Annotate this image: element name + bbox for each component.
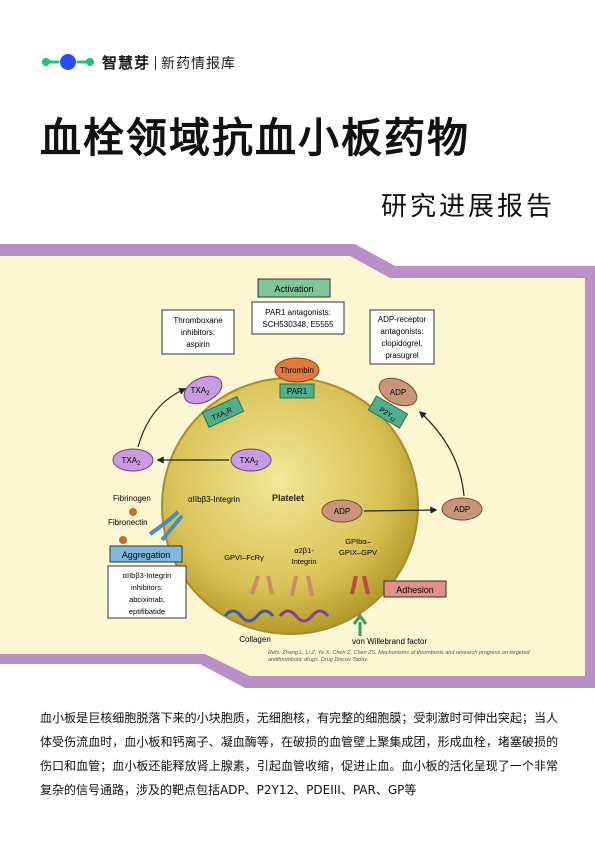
thromboxane-line2: inhibitors: xyxy=(181,328,215,337)
integrin-label: αIIbβ3-Integrin xyxy=(188,495,240,504)
gpib-label-line1: GPIbα– xyxy=(345,537,371,546)
txa2-top-shape xyxy=(183,375,223,405)
adp-feedback-arrow xyxy=(418,411,465,497)
collagen-fiber-1 xyxy=(223,609,275,623)
adp-inside-label: ADP xyxy=(334,507,350,516)
txa2-top-label: TXA2 xyxy=(191,386,211,397)
adp-antagonists-box xyxy=(369,309,435,365)
figure-citation-text: Refs: Zhang L, Li Z, Ye X, Chen Z, Chen … xyxy=(268,650,531,656)
brand-subname: 新药情报库 xyxy=(161,55,237,72)
txa2-inside-shape xyxy=(230,448,272,472)
activation-box xyxy=(257,278,331,298)
adp-inside-shape xyxy=(321,499,363,523)
figure-band: Platelet Activation PAR1 antagonists: SC… xyxy=(0,244,595,688)
adp-top-shape xyxy=(378,377,418,407)
vwf-label: von Willebrand factor xyxy=(352,637,427,646)
par1-antagonists-box xyxy=(251,301,345,335)
aggregation-box xyxy=(109,545,183,563)
platelet-label: Platelet xyxy=(272,493,304,503)
gpvi-receptor xyxy=(250,575,274,595)
par1-antagonists-line1: PAR1 antagonists: xyxy=(265,308,331,317)
page-title: 血栓领域抗血小板药物 xyxy=(40,114,470,162)
adp-top-label: ADP xyxy=(390,388,406,397)
adhesion-box xyxy=(383,580,447,598)
brand-text: 智慧芽新药情报库 xyxy=(102,52,236,73)
adp-outside-label: ADP xyxy=(454,505,470,514)
gpib-label-line2: GPIX–GPV xyxy=(339,548,377,557)
txa2-inside-label: TXA2 xyxy=(240,456,260,467)
integrin-inhibitors-line2: inhibitors: xyxy=(131,583,163,592)
body-paragraph: 血小板是巨核细胞脱落下来的小块胞质，无细胞核，有完整的细胞膜；受刺激时可伸出突起… xyxy=(40,711,558,797)
txa2r-receptor xyxy=(201,396,245,428)
p2y12-receptor xyxy=(367,395,409,429)
a2b1-receptor xyxy=(290,575,314,597)
figure-citation-text-2: antithrombotic drugs. Drug Discov Today. xyxy=(268,657,368,663)
fibrinogen-dot xyxy=(129,508,137,516)
brand-divider xyxy=(155,56,157,70)
collagen-fiber-2 xyxy=(278,609,330,623)
integrin-inhibitors-box xyxy=(107,565,187,619)
txa2-feedback-arrow xyxy=(137,387,187,448)
vwf-shape xyxy=(352,613,368,636)
platelet-figure: Platelet Activation PAR1 antagonists: SC… xyxy=(0,244,595,688)
fibronectin-label: Fibronectin xyxy=(108,518,148,527)
adp-antagonists-line3: clopidogrel, xyxy=(382,339,423,348)
gpib-receptor xyxy=(350,575,370,595)
fibronectin-dot xyxy=(119,536,127,544)
thromboxane-inhibitors-box xyxy=(161,309,235,355)
brand-mark-icon xyxy=(42,54,94,70)
page-subtitle: 研究进展报告 xyxy=(380,192,555,222)
integrin-inhibitors-line1: αIIbβ3-Integrin xyxy=(123,571,172,580)
thromboxane-line3: aspirin xyxy=(186,340,210,349)
adp-release-arrow xyxy=(363,506,438,514)
adp-antagonists-line2: antagonists: xyxy=(380,327,423,336)
par1-label: PAR1 xyxy=(287,387,308,396)
thrombin-label: Thrombin xyxy=(280,366,314,375)
adhesion-label: Adhesion xyxy=(396,585,434,595)
brand-name: 智慧芽 xyxy=(102,53,151,72)
integrin-receptor xyxy=(148,510,184,542)
a2b1-label-line2: Integrin xyxy=(291,557,316,566)
adp-antagonists-line4: prasugrel xyxy=(385,351,419,360)
integrin-inhibitors-line4: eptifibatide xyxy=(129,607,165,616)
thromboxane-line1: Thromboxane xyxy=(173,316,223,325)
txa2-outside-shape xyxy=(112,448,154,472)
thrombin-shape xyxy=(274,357,320,383)
a2b1-label-line1: α2β1- xyxy=(294,546,314,555)
txa2-outside-label: TXA2 xyxy=(122,456,142,467)
par1-antagonists-line2: SCH530348, E5555 xyxy=(262,320,334,329)
integrin-inhibitors-line3: abciximab, xyxy=(129,595,165,604)
brand-logo: 智慧芽新药情报库 xyxy=(40,50,236,74)
fibrinogen-label: Fibrinogen xyxy=(113,494,151,503)
adp-antagonists-line1: ADP-receptor xyxy=(378,315,427,324)
activation-label: Activation xyxy=(274,284,313,294)
collagen-label: Collagen xyxy=(239,635,271,644)
aggregation-label: Aggregation xyxy=(122,550,171,560)
figure-citation: Refs: Zhang L, Li Z, Ye X, Chen Z, Chen … xyxy=(268,650,531,663)
par1-receptor xyxy=(279,383,315,399)
adp-outside-shape xyxy=(441,497,483,521)
gpvi-label: GPVI–FcRγ xyxy=(224,553,264,562)
